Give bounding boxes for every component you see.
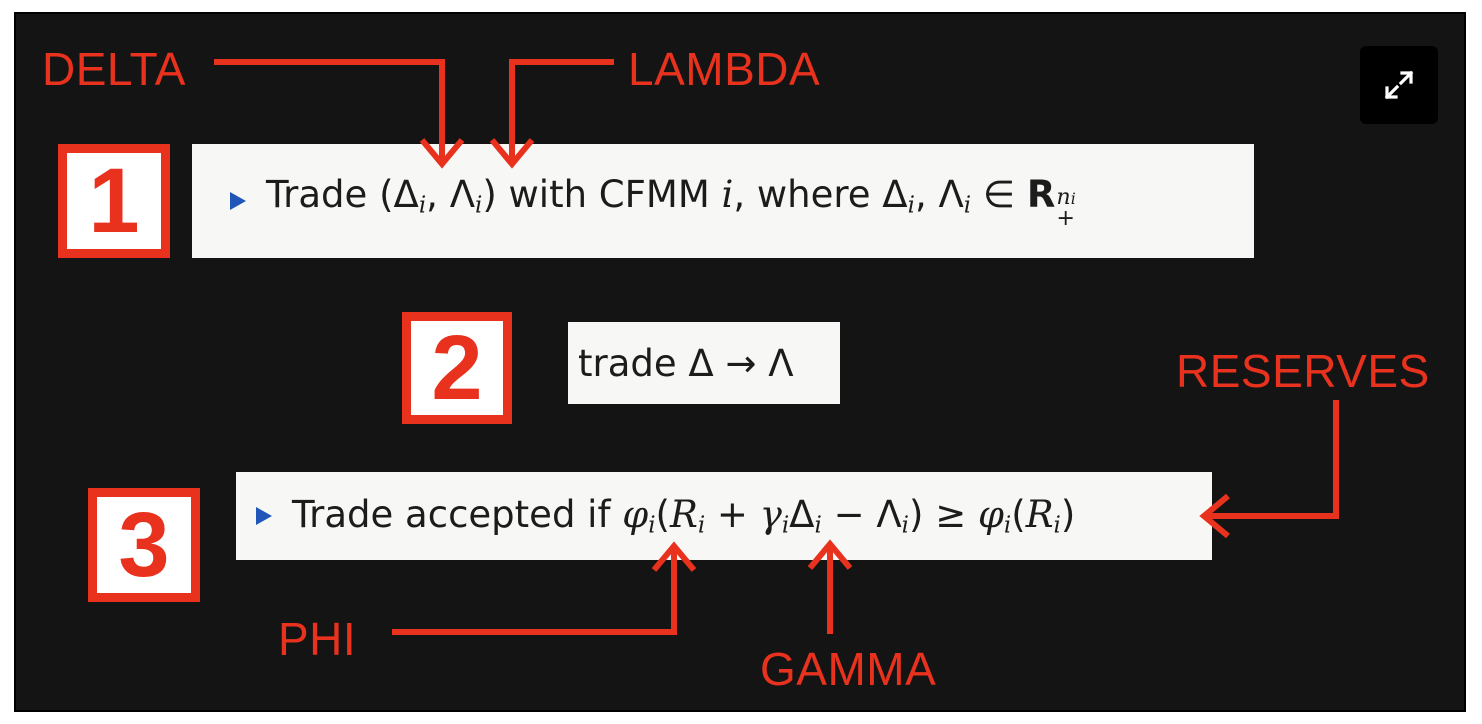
- expand-button[interactable]: [1360, 46, 1438, 124]
- formula-3-text: Trade accepted if φi(Ri + γiΔi − Λi) ≥ φ…: [292, 493, 1076, 539]
- label-reserves: RESERVES: [1176, 345, 1430, 397]
- formula-2-text: trade Δ → Λ: [578, 341, 794, 385]
- bullet-icon: [230, 192, 246, 210]
- formula-1-text: Trade (Δi, Λi) with CFMM i, where Δi, Λi…: [266, 172, 1076, 232]
- step-number-2: 2: [402, 312, 512, 424]
- formula-box-2: trade Δ → Λ: [568, 322, 840, 404]
- bullet-icon: [256, 507, 272, 525]
- label-phi: PHI: [278, 613, 357, 665]
- label-lambda: LAMBDA: [628, 43, 821, 95]
- label-delta: DELTA: [42, 43, 186, 95]
- step-number-3: 3: [88, 488, 200, 602]
- arrow-reserves: [1204, 400, 1339, 519]
- label-gamma: GAMMA: [760, 643, 937, 695]
- formula-box-1: Trade (Δi, Λi) with CFMM i, where Δi, Λi…: [192, 144, 1254, 258]
- step-number-1: 1: [58, 144, 170, 258]
- slide-frame: DELTA LAMBDA RESERVES PHI GAMMA 1 2 3 Tr…: [14, 12, 1466, 712]
- expand-icon: [1384, 70, 1414, 100]
- formula-box-3: Trade accepted if φi(Ri + γiΔi − Λi) ≥ φ…: [236, 472, 1212, 560]
